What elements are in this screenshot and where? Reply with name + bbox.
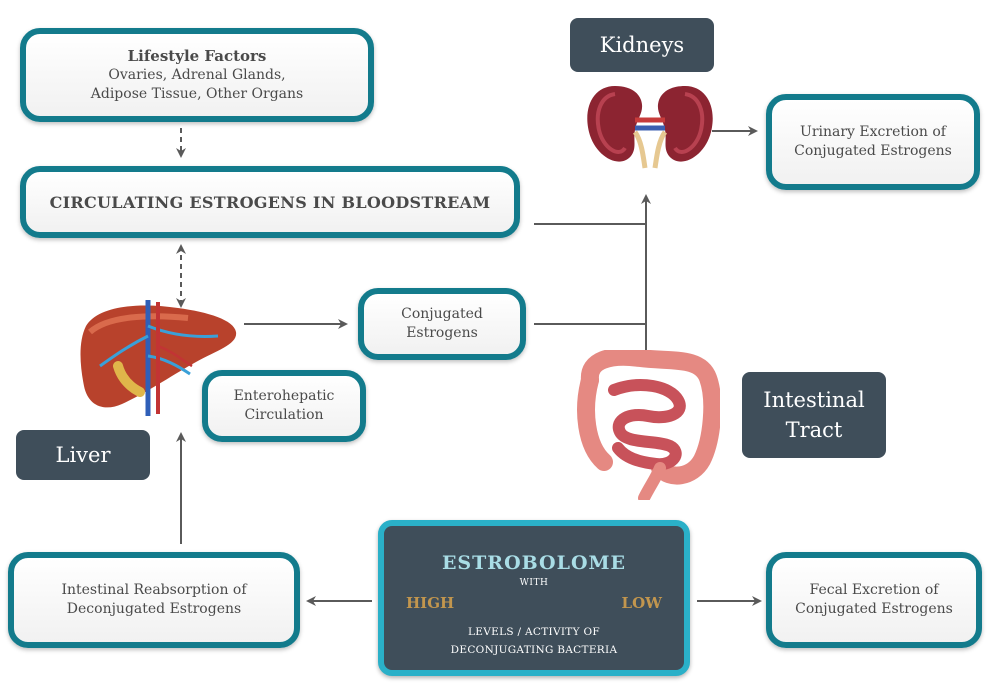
intestinal-tract-line2: Tract [785,418,843,442]
estrobolome-title: ESTROBOLOME [441,552,627,574]
enterohepatic-line2: Circulation [244,407,324,423]
estrobolome-levels-line2: DECONJUGATING BACTERIA [450,644,618,656]
fecal-excretion-line1: Fecal Excretion of [809,582,939,598]
conjugated-estrogens-line2: Estrogens [406,325,478,341]
lifestyle-factors-line1: Ovaries, Adrenal Glands, [108,66,286,83]
liver-label: Liver [16,430,150,480]
estrobolome-levels-line1: LEVELS / ACTIVITY OF [468,626,600,638]
intestinal-tract-label: Intestinal Tract [742,372,886,458]
reabsorption-line1: Intestinal Reabsorption of [61,582,247,598]
circulating-estrogens-label: CIRCULATING ESTROGENS IN BLOODSTREAM [49,192,491,212]
conjugated-estrogens-box: Conjugated Estrogens [358,288,526,360]
liver-icon [80,300,237,416]
enterohepatic-circulation-box: Enterohepatic Circulation [202,370,366,442]
kidneys-icon [587,86,713,169]
fecal-excretion-box: Fecal Excretion of Conjugated Estrogens [766,552,982,648]
urinary-excretion-line2: Conjugated Estrogens [794,143,952,159]
fecal-excretion-line2: Conjugated Estrogens [795,601,953,617]
estrobolome-with: WITH [519,578,549,588]
estrobolome-box: ESTROBOLOME WITH HIGH LOW LEVELS / ACTIV… [378,520,690,676]
urinary-excretion-box: Urinary Excretion of Conjugated Estrogen… [766,94,980,190]
liver-label-text: Liver [55,443,111,467]
kidneys-label-text: Kidneys [599,33,685,57]
estrobolome-low: LOW [621,594,662,612]
estrobolome-high: HIGH [406,594,455,612]
urinary-excretion-line1: Urinary Excretion of [800,124,946,140]
conjugated-estrogens-line1: Conjugated [401,306,483,322]
lifestyle-factors-title: Lifestyle Factors [127,46,267,65]
intestinal-reabsorption-box: Intestinal Reabsorption of Deconjugated … [8,552,300,648]
enterohepatic-line1: Enterohepatic [233,388,335,404]
intestinal-tract-line1: Intestinal [763,388,865,412]
kidneys-label: Kidneys [570,18,714,72]
reabsorption-line2: Deconjugated Estrogens [66,601,242,617]
circulating-estrogens-box: CIRCULATING ESTROGENS IN BLOODSTREAM [20,166,520,238]
lifestyle-factors-line2: Adipose Tissue, Other Organs [90,85,304,102]
intestines-icon [577,350,720,500]
lifestyle-factors-box: Lifestyle Factors Ovaries, Adrenal Gland… [20,28,374,122]
